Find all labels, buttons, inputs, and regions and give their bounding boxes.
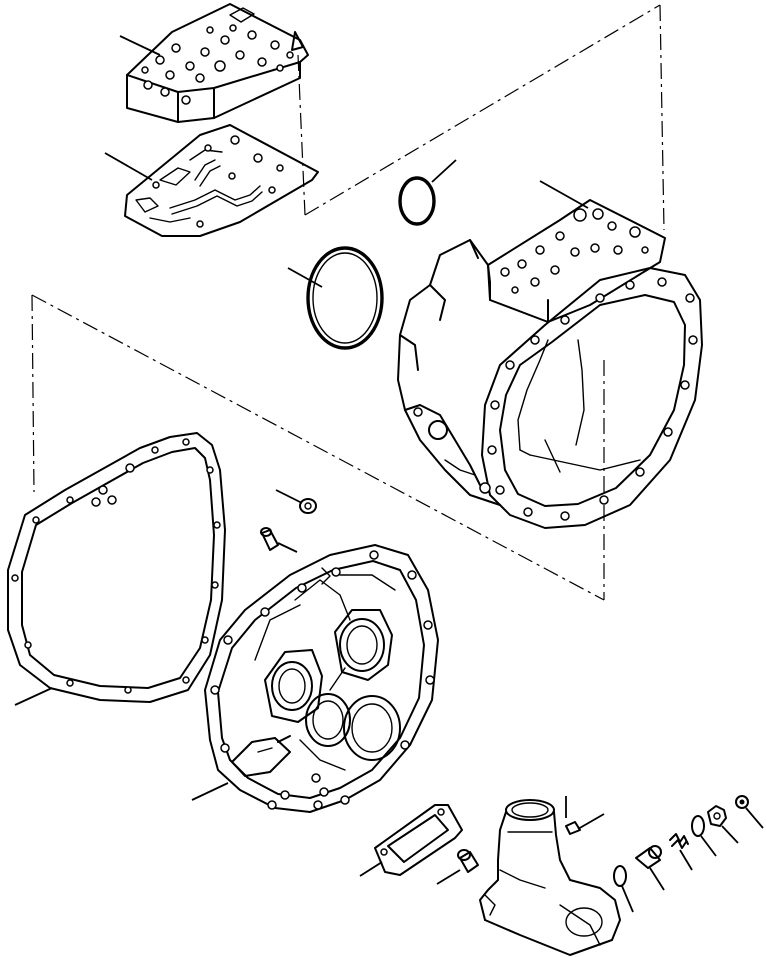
spring (669, 833, 693, 871)
plug (635, 845, 665, 891)
leader-line-front-cover-plate (191, 782, 229, 801)
transmission-case (397, 199, 703, 529)
case-pad-holes (500, 208, 649, 294)
assembly-center-lines (31, 4, 665, 601)
washer (691, 815, 717, 857)
cover-gasket (374, 804, 463, 876)
valve-plate-gasket (124, 124, 319, 237)
housing-gasket (7, 432, 226, 703)
small-o-ring (398, 176, 436, 226)
flange-bolt-holes (487, 277, 698, 521)
dowel-pin (260, 527, 298, 553)
leader-line-tube-o-ring (621, 885, 634, 913)
valve-body (126, 3, 309, 123)
valve-body-holes (141, 24, 294, 105)
leader-line-housing-gasket (14, 687, 53, 706)
leader-line-filler-tube (577, 813, 605, 830)
leader-line-transmission-case (539, 180, 589, 209)
large-o-ring (306, 246, 384, 350)
cap-screw (735, 795, 764, 829)
cover-bores (264, 609, 401, 761)
leader-line-valve-plate-gasket (104, 152, 153, 181)
breather-fitting (275, 489, 317, 514)
cover-bolt-holes (210, 550, 435, 810)
housing-gasket-holes (11, 438, 221, 694)
nut (707, 805, 739, 844)
bushing (436, 849, 479, 885)
leader-line-small-o-ring (431, 159, 457, 183)
leader-line-valve-body (119, 35, 161, 56)
leader-line-large-o-ring (287, 267, 323, 288)
filler-tube (479, 799, 621, 956)
front-cover-plate (204, 544, 439, 813)
leader-line-cover-gasket (359, 861, 383, 877)
tube-o-ring (613, 865, 627, 887)
